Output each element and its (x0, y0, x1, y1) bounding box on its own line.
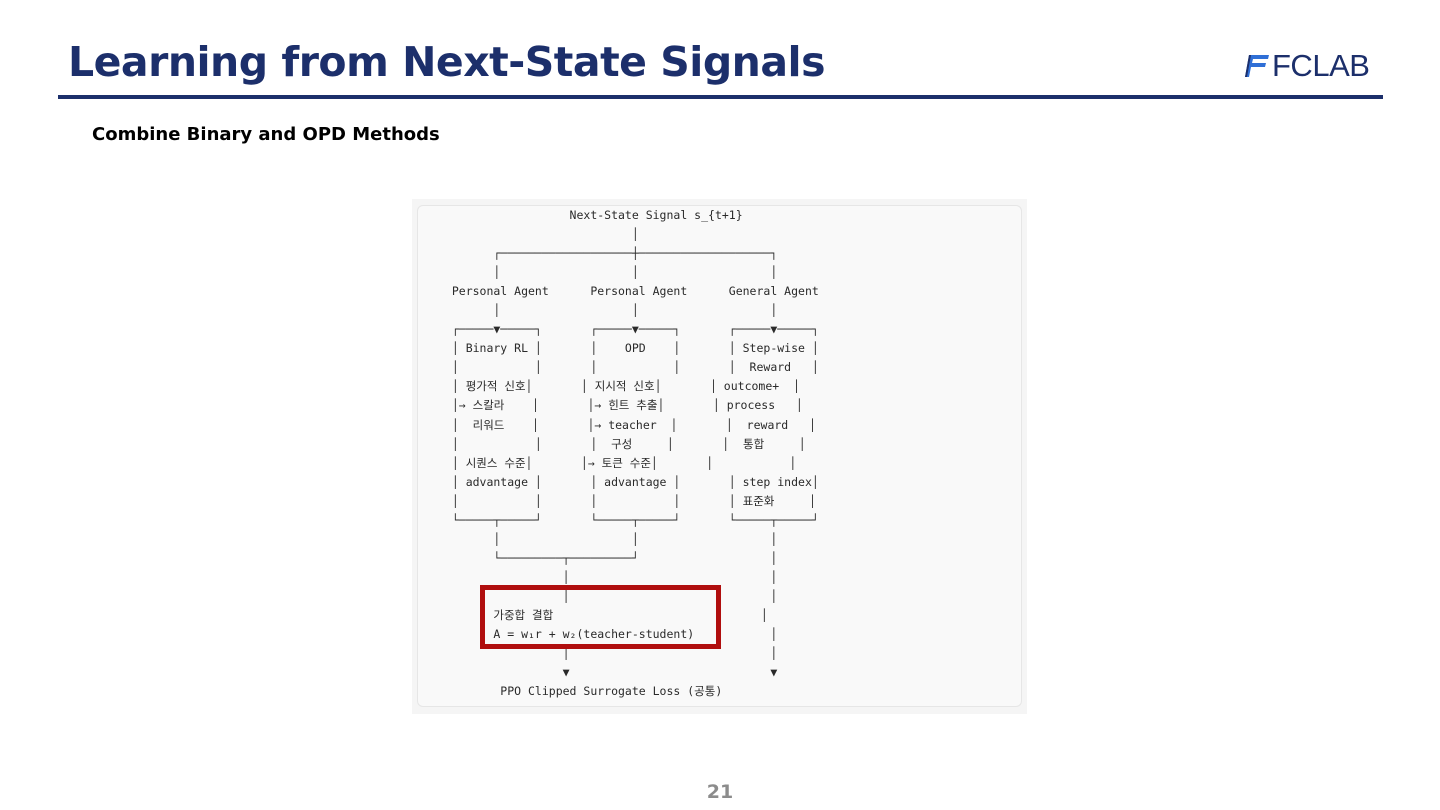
page-number: 21 (706, 781, 734, 803)
fclab-logo-mark (1245, 55, 1269, 77)
slide-subtitle: Combine Binary and OPD Methods (92, 124, 440, 145)
logo-text: FCLAB (1272, 48, 1370, 83)
title-divider (58, 95, 1383, 99)
weighted-sum-highlight-box (480, 585, 721, 649)
slide-title: Learning from Next-State Signals (68, 38, 826, 86)
ascii-diagram: Next-State Signal s_{t+1} │ ┌───────────… (451, 208, 819, 699)
fclab-logo: FCLAB (1244, 48, 1370, 84)
